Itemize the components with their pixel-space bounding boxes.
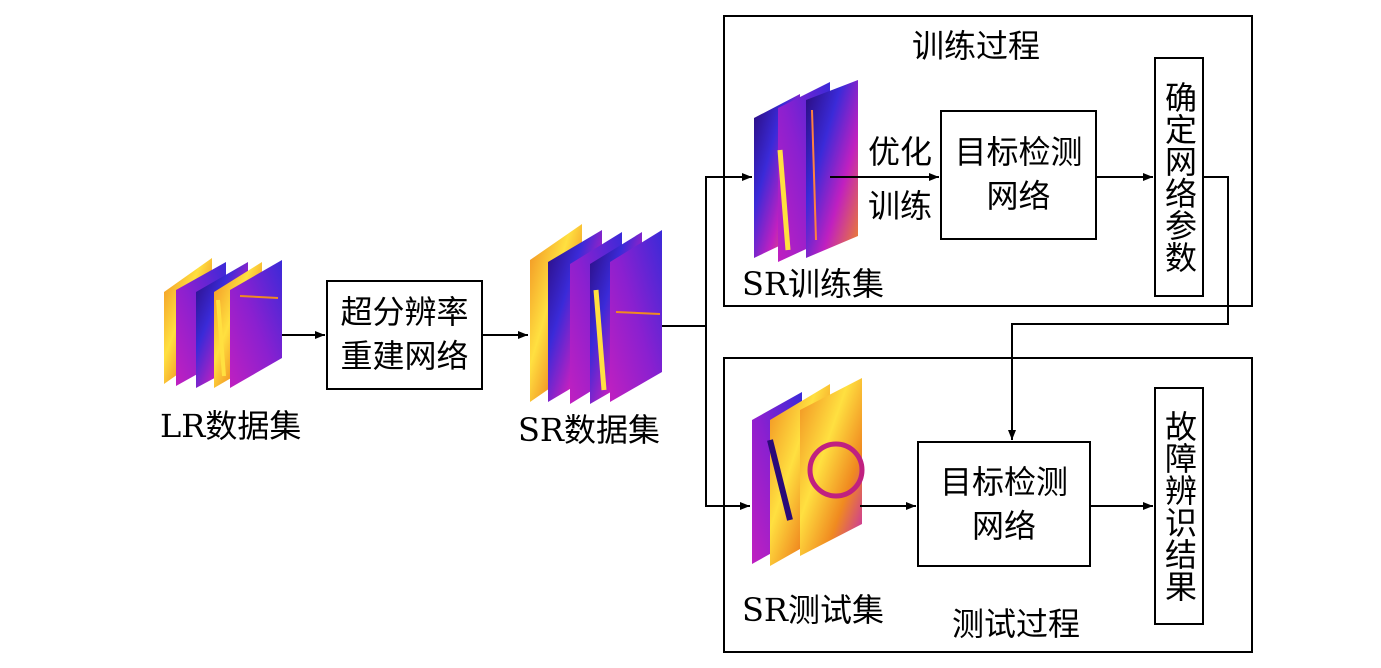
train-detector-line1: 目标检测	[954, 133, 1083, 171]
test-detector-box	[917, 441, 1091, 567]
optimize-line1: 优化	[868, 133, 933, 171]
optimize-line2: 训练	[868, 187, 933, 225]
lr-image-stack	[164, 258, 282, 388]
connectors	[282, 173, 1229, 510]
sr-frame-5	[610, 230, 662, 402]
sr-network-line2: 重建网络	[340, 337, 469, 375]
sr-train-set-label: SR训练集	[742, 265, 885, 303]
params-text: 确定网络参数	[1160, 81, 1198, 273]
sr-network-box	[326, 280, 483, 390]
lr-dataset-label: LR数据集	[160, 407, 302, 445]
sr-train-image-stack	[754, 80, 858, 262]
sr-image-stack	[530, 224, 662, 404]
training-process-box	[723, 15, 1253, 307]
testing-title: 测试过程	[952, 605, 1081, 643]
test-detector-text: 目标检测 网络	[918, 460, 1090, 548]
result-text: 故障辨识结果	[1160, 410, 1198, 602]
sr-dataset-label: SR数据集	[518, 411, 661, 449]
train-detector-text: 目标检测 网络	[941, 130, 1096, 218]
test-detector-line1: 目标检测	[939, 463, 1068, 501]
test-detector-line2: 网络	[971, 507, 1036, 545]
sr-test-image-stack	[752, 378, 865, 566]
arrow-params-to-test-detector	[1008, 176, 1229, 440]
train-detector-line2: 网络	[986, 177, 1051, 215]
test-frame-3	[800, 378, 862, 556]
training-title: 训练过程	[912, 27, 1041, 65]
result-box	[1154, 387, 1204, 625]
lr-frame-5	[230, 260, 282, 388]
train-detector-box	[940, 110, 1097, 240]
sr-network-text: 超分辨率 重建网络	[327, 290, 482, 378]
sr-test-set-label: SR测试集	[742, 591, 885, 629]
params-box	[1154, 57, 1204, 297]
train-frame-3	[806, 80, 858, 258]
sr-network-line1: 超分辨率	[340, 293, 469, 331]
arrow-to-train-set	[705, 173, 752, 326]
arrow-to-test-set	[705, 326, 750, 510]
